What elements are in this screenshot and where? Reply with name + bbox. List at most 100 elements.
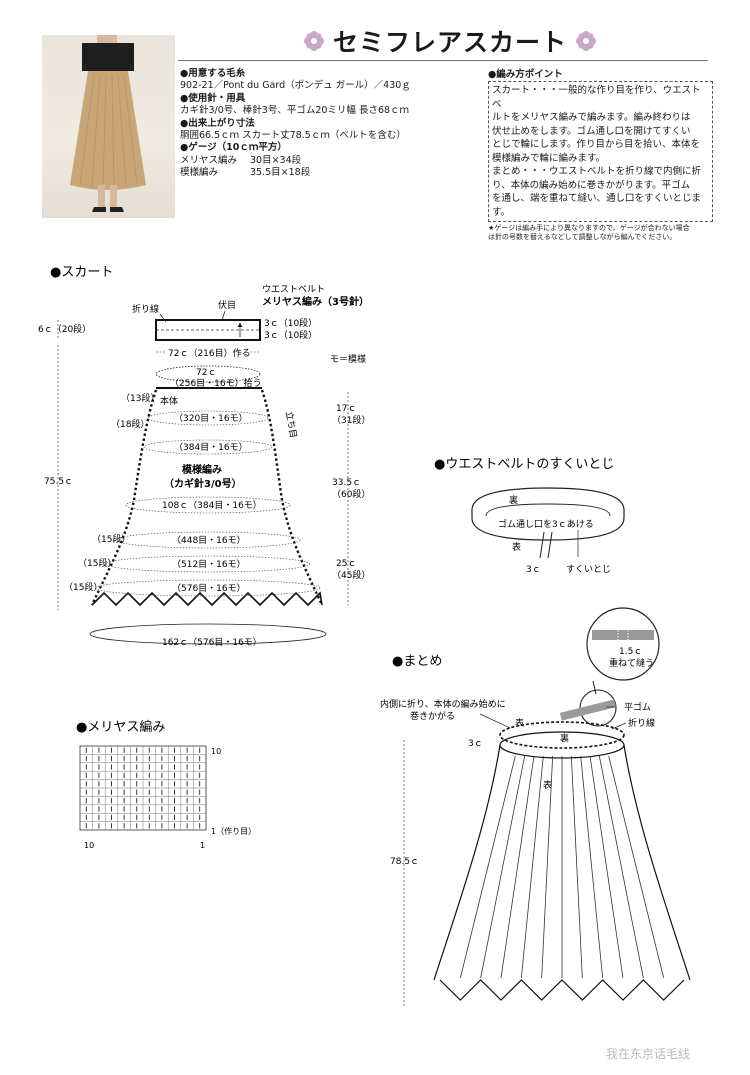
waist-belt-label: ウエストベルト bbox=[262, 284, 325, 295]
belt-inner-edge bbox=[485, 503, 611, 517]
gauge-name: 模様編み bbox=[180, 167, 219, 179]
belt-seam-line bbox=[539, 531, 545, 559]
belt-height-label: 6ｃ（20段） bbox=[38, 323, 91, 335]
points-box: スカート・・・一般的な作り目を作り、ウエストベ ルトをメリヤス編みで編みます。編… bbox=[488, 81, 713, 222]
pleat-line bbox=[541, 755, 554, 979]
skirt-heading: ●スカート bbox=[50, 265, 113, 280]
pleat-lines bbox=[459, 755, 665, 979]
points-line: り、本体の編み始めに巻きかがります。平ゴム bbox=[492, 179, 691, 191]
round-ellipse bbox=[95, 579, 321, 597]
pleat-line bbox=[459, 755, 516, 979]
pattern-name: 模様編み bbox=[182, 463, 222, 476]
seg1-cm: 17ｃ bbox=[336, 404, 356, 414]
stitch-grid bbox=[79, 745, 207, 831]
fold-line-label-2: 折り線 bbox=[628, 717, 655, 729]
body-label: 本体 bbox=[160, 395, 178, 407]
finishing-front-label: 表 bbox=[543, 779, 552, 791]
yarn-text: 902-21／Pont du Gard（ポンデュ ガール）／430ｇ bbox=[180, 80, 411, 92]
leader-line bbox=[221, 310, 226, 321]
belt-rows-bottom: 3ｃ（10段） bbox=[264, 329, 317, 341]
belt-seam-line bbox=[547, 531, 553, 559]
seg3-cm: 25ｃ bbox=[336, 559, 356, 569]
gauge-row: メリヤス編み 30目×34段 bbox=[180, 155, 480, 167]
belt-join-heading: ●ウエストベルトのすくいとじ bbox=[434, 457, 614, 472]
pleat-line bbox=[520, 755, 544, 979]
round-ellipse bbox=[105, 555, 311, 573]
grid-row-start: 1（作り目） bbox=[211, 826, 256, 836]
detail-magnifier bbox=[586, 607, 660, 681]
count-384b: 108ｃ（384目・16モ） bbox=[162, 500, 262, 511]
title-rule bbox=[178, 60, 708, 61]
count-448: （448目・16モ） bbox=[172, 535, 246, 546]
finished-skirt-right bbox=[623, 744, 691, 981]
hem-label: 162ｃ（576目・16モ） bbox=[162, 637, 262, 648]
materials-info: ●用意する毛糸 902-21／Pont du Gard（ポンデュ ガール）／43… bbox=[180, 68, 480, 180]
rows-13-label: （13段） bbox=[121, 392, 159, 404]
finishing-front-top: 表 bbox=[515, 717, 524, 729]
finished-skirt-left bbox=[433, 744, 501, 981]
needles-heading: ●使用針・用具 bbox=[180, 92, 246, 104]
note-line: は針の号数を替えるなどして調整しながら編んでください。 bbox=[488, 233, 677, 241]
rows-18-label: （18段） bbox=[111, 418, 149, 430]
elastic-label: 平ゴム bbox=[624, 701, 651, 713]
rows-15b-label: （15段） bbox=[78, 557, 116, 569]
title-bar: セミフレアスカート bbox=[300, 22, 600, 60]
seg3-rows: （45段） bbox=[332, 569, 370, 581]
round-ellipse bbox=[143, 439, 273, 455]
grid-col-right: 1 bbox=[200, 841, 205, 850]
overlap-cm: 1.5ｃ bbox=[619, 647, 642, 657]
belt-ring bbox=[471, 487, 625, 541]
pleat-line bbox=[580, 755, 604, 979]
pleat-line bbox=[589, 755, 624, 979]
belt-stitch-label: メリヤス編み（3号針） bbox=[262, 295, 369, 308]
pleat-line bbox=[500, 755, 535, 979]
count-320: （320目・16モ） bbox=[174, 413, 248, 424]
flower-icon bbox=[303, 31, 324, 51]
needles-text: カギ針3/0号、棒針3号、平ゴム20ミリ幅 長さ68ｃｍ bbox=[180, 105, 410, 117]
belt-opening-label: ゴム通し口を3ｃあける bbox=[498, 518, 594, 530]
belt-front-label: 表 bbox=[512, 541, 521, 553]
gauge-value: 30目×34段 bbox=[250, 154, 302, 166]
page-title: セミフレアスカート bbox=[332, 28, 567, 57]
gauge-value: 35.5目×18段 bbox=[250, 167, 311, 179]
round-ellipse bbox=[115, 531, 301, 549]
seg2-cm: 33.5ｃ bbox=[332, 478, 361, 488]
points-line: を通し、端を重ねて縫い、通し口をすくいとじま bbox=[492, 193, 702, 204]
total-length-label: 75.5ｃ bbox=[44, 477, 73, 487]
skirt-outline-left bbox=[90, 389, 158, 606]
upright-label: 立ち目 bbox=[283, 410, 300, 439]
seg2-rows: （60段） bbox=[332, 488, 370, 500]
stockinette-heading: ●メリヤス編み bbox=[76, 719, 165, 735]
points-line: 模様編みで輪に編みます。 bbox=[492, 152, 606, 164]
elastic-band bbox=[559, 699, 617, 721]
pleat-line bbox=[608, 755, 665, 979]
pickup-ellipse bbox=[155, 365, 261, 383]
size-text: 胴囲66.5ｃｍ スカート丈78.5ｃｍ（ベルトを含む） bbox=[180, 130, 406, 142]
leader-line bbox=[611, 722, 627, 730]
points-line: す。 bbox=[492, 206, 511, 218]
bind-off-label: 伏目 bbox=[218, 299, 236, 311]
rows-15a-label: （15段） bbox=[92, 533, 130, 545]
finishing-gap-label: 3ｃ bbox=[468, 739, 483, 749]
points-line: とじで輪にします。作り目から目を拾い、本体を bbox=[492, 139, 701, 150]
fold-line-label: 折り線 bbox=[132, 303, 159, 315]
hem-zigzag bbox=[91, 591, 323, 607]
rows-15c-label: （15段） bbox=[64, 581, 102, 593]
points-line: まとめ・・・ウエストベルトを折り線で内側に折 bbox=[492, 166, 702, 177]
gauge-note: ★ゲージは編み手により異なりますので、ゲージが合わない場合 は針の号数を替えるな… bbox=[488, 224, 713, 242]
instruction-2: 巻きかがる bbox=[410, 710, 455, 722]
finishing-length-label: 78.5ｃ bbox=[390, 857, 419, 867]
size-heading: ●出来上がり寸法 bbox=[180, 117, 255, 129]
gauge-row: 模様編み 35.5目×18段 bbox=[180, 167, 480, 179]
belt-back-label: 裏 bbox=[509, 494, 518, 506]
instruction-1: 内側に折り、本体の編み始めに bbox=[380, 698, 506, 710]
leader-line bbox=[479, 713, 511, 729]
motif-legend: モ＝模様 bbox=[330, 353, 366, 365]
points-line: 伏せ止めをします。ゴム通し口を開けてすくい bbox=[492, 125, 691, 137]
magnifier-connector bbox=[592, 680, 597, 695]
cast-on-label: 72ｃ（216目）作る bbox=[168, 347, 251, 359]
overlap-label: 重ねて縫う bbox=[609, 657, 654, 669]
model-illustration bbox=[70, 35, 146, 212]
round-ellipse bbox=[147, 410, 269, 426]
gauge-heading: ●ゲージ（10ｃｍ平方） bbox=[180, 142, 287, 154]
